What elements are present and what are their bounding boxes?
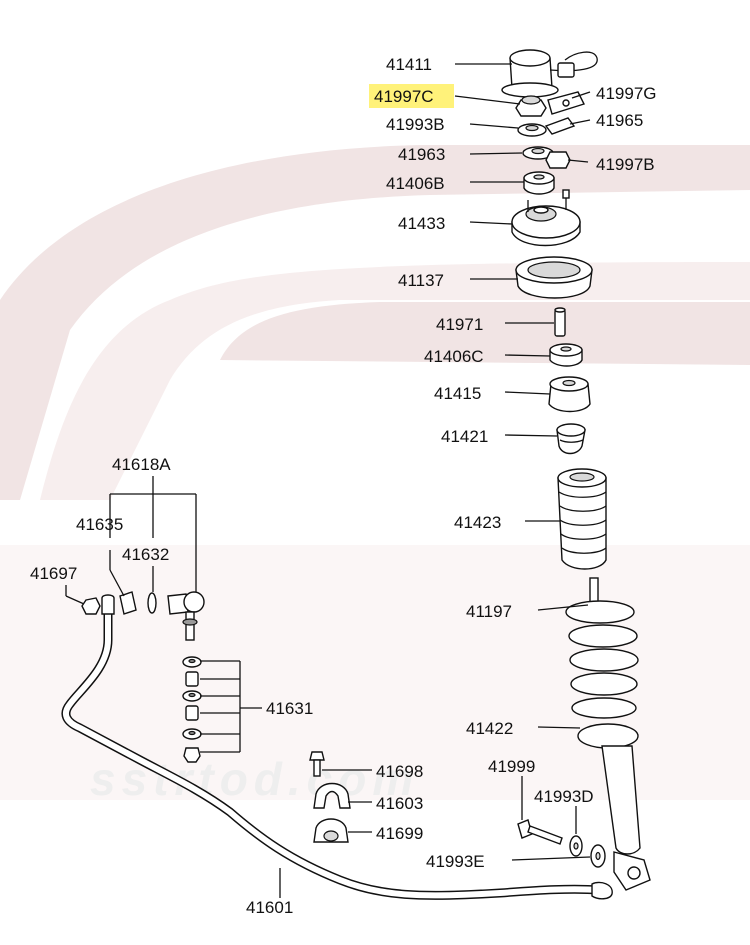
part-41415-bracket [548,376,591,413]
label-41197: 41197 [466,602,512,621]
label-41411: 41411 [386,55,432,74]
part-41997C-nut [515,95,547,117]
part-41697-nut [81,597,101,615]
label-41406B: 41406B [386,174,445,193]
label-41699: 41699 [376,824,423,843]
part-41993D-washer [569,835,583,857]
label-41422: 41422 [466,719,513,738]
part-41406B-bushing [523,171,555,195]
part-41411-cap [501,49,598,98]
label-41137: 41137 [398,271,444,290]
part-41965-plate [544,117,576,135]
label-41421: 41421 [441,427,488,446]
label-41603: 41603 [376,794,423,813]
label-41997B: 41997B [596,155,655,174]
label-41963: 41963 [398,145,445,164]
label-41423: 41423 [454,513,501,532]
part-labels: 41411 41997C 41997G 41993B 41965 41963 4… [30,55,657,917]
part-41421-bump-stop [556,423,586,455]
part-41993E-washer [590,844,606,868]
part-41433-upper-mount [511,189,581,247]
part-41422-strut-body [577,723,651,891]
leader-lines [65,63,591,898]
label-41971: 41971 [436,315,483,334]
label-41697: 41697 [30,564,77,583]
part-41618A-link [167,591,205,641]
part-41993B-washer [517,123,547,137]
part-41999-bolt [517,819,563,845]
label-41698: 41698 [376,762,423,781]
part-41635-bushing [119,591,137,615]
label-41601: 41601 [246,898,293,917]
part-41971-collar [554,307,566,337]
label-41635: 41635 [76,515,123,534]
label-41999: 41999 [488,757,535,776]
label-41965: 41965 [596,111,643,130]
part-41603-bracket [313,782,351,809]
label-41997C: 41997C [374,87,434,106]
label-41415: 41415 [434,384,481,403]
part-41699-bushing [313,818,349,843]
part-41601-stabilizer-bar [61,594,613,900]
label-41406C: 41406C [424,347,484,366]
watermark-logo: sstrtod.com [0,145,750,805]
label-41632: 41632 [122,545,169,564]
part-41137-spring-seat [515,256,593,299]
label-41993B: 41993B [386,115,445,134]
part-41197-coil-spring [565,577,639,719]
label-41993D: 41993D [534,787,594,806]
part-41423-dust-boot [557,468,607,570]
label-41618A: 41618A [112,455,171,474]
label-41433: 41433 [398,214,445,233]
label-41993E: 41993E [426,852,485,871]
part-41997B-nut [545,151,571,169]
part-41631-bushing-stack [182,656,202,763]
label-41997G: 41997G [596,84,657,103]
part-41632-washer [147,592,157,614]
part-41406C-bushing [549,343,583,367]
highlight-41997C [369,84,454,108]
part-41698-bolt [309,751,325,777]
label-41631: 41631 [266,699,313,718]
